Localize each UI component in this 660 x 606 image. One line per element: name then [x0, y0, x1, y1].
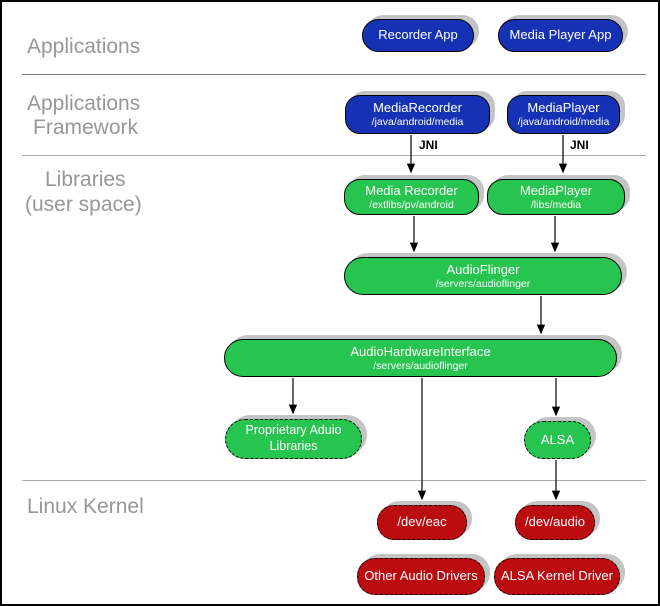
node-media-recorder-framework-title: MediaRecorder — [373, 100, 462, 116]
node-alsa-kernel-driver-label: ALSA Kernel Driver — [501, 568, 613, 584]
node-media-player-lib-path: /libs/media — [530, 198, 582, 211]
section-label-libraries-line2: (user space) — [25, 193, 142, 216]
node-audio-hardware-interface: AudioHardwareInterface /servers/audiofli… — [224, 339, 617, 377]
node-media-player-app: Media Player App — [498, 19, 623, 52]
node-proprietary-audio-libraries-line2: Libraries — [269, 439, 318, 453]
node-dev-eac-label: /dev/eac — [397, 514, 447, 530]
node-alsa-label: ALSA — [540, 431, 575, 447]
node-audio-flinger-path: /servers/audioflinger — [435, 277, 531, 290]
node-media-player-framework: MediaPlayer /java/android/media — [507, 95, 620, 134]
node-media-recorder-framework: MediaRecorder /java/android/media — [345, 95, 490, 134]
separator-kernel — [22, 480, 646, 481]
node-proprietary-audio-libraries: Proprietary Aduio Libraries — [225, 419, 362, 459]
node-media-recorder-lib: Media Recorder /extlibs/pv/android — [344, 179, 479, 215]
node-media-recorder-lib-title: Media Recorder — [365, 182, 458, 198]
node-other-audio-drivers-label: Other Audio Drivers — [364, 568, 478, 584]
node-audio-hardware-interface-path: /servers/audioflinger — [373, 359, 468, 372]
node-dev-eac: /dev/eac — [377, 505, 467, 540]
node-media-player-lib-title: MediaPlayer — [519, 182, 593, 198]
jni-label-right: JNI — [570, 138, 589, 152]
node-other-audio-drivers: Other Audio Drivers — [357, 558, 485, 595]
separator-applications — [22, 74, 646, 75]
node-media-player-app-label: Media Player App — [509, 27, 612, 43]
node-alsa: ALSA — [524, 421, 591, 459]
section-label-framework-line1: Applications — [27, 92, 141, 115]
section-label-framework-line2: Framework — [33, 116, 139, 139]
jni-label-left: JNI — [419, 138, 438, 152]
node-media-player-lib: MediaPlayer /libs/media — [487, 179, 625, 215]
node-media-recorder-lib-path: /extlibs/pv/android — [369, 198, 454, 211]
node-media-player-framework-title: MediaPlayer — [527, 100, 600, 116]
node-recorder-app: Recorder App — [362, 19, 474, 52]
node-media-player-framework-path: /java/android/media — [517, 116, 610, 129]
node-dev-audio: /dev/audio — [515, 505, 595, 540]
node-dev-audio-label: /dev/audio — [525, 514, 585, 530]
node-alsa-kernel-driver: ALSA Kernel Driver — [494, 558, 620, 595]
node-audio-flinger-title: AudioFlinger — [446, 261, 520, 277]
node-audio-flinger: AudioFlinger /servers/audioflinger — [344, 257, 622, 295]
node-audio-hardware-interface-title: AudioHardwareInterface — [350, 343, 491, 359]
section-label-kernel: Linux Kernel — [27, 495, 144, 518]
node-recorder-app-label: Recorder App — [378, 27, 458, 43]
node-media-recorder-framework-path: /java/android/media — [371, 116, 464, 129]
section-label-libraries-line1: Libraries — [45, 168, 126, 191]
node-proprietary-audio-libraries-line1: Proprietary Aduio — [245, 423, 342, 438]
section-label-applications: Applications — [27, 35, 141, 58]
separator-framework — [22, 155, 646, 156]
